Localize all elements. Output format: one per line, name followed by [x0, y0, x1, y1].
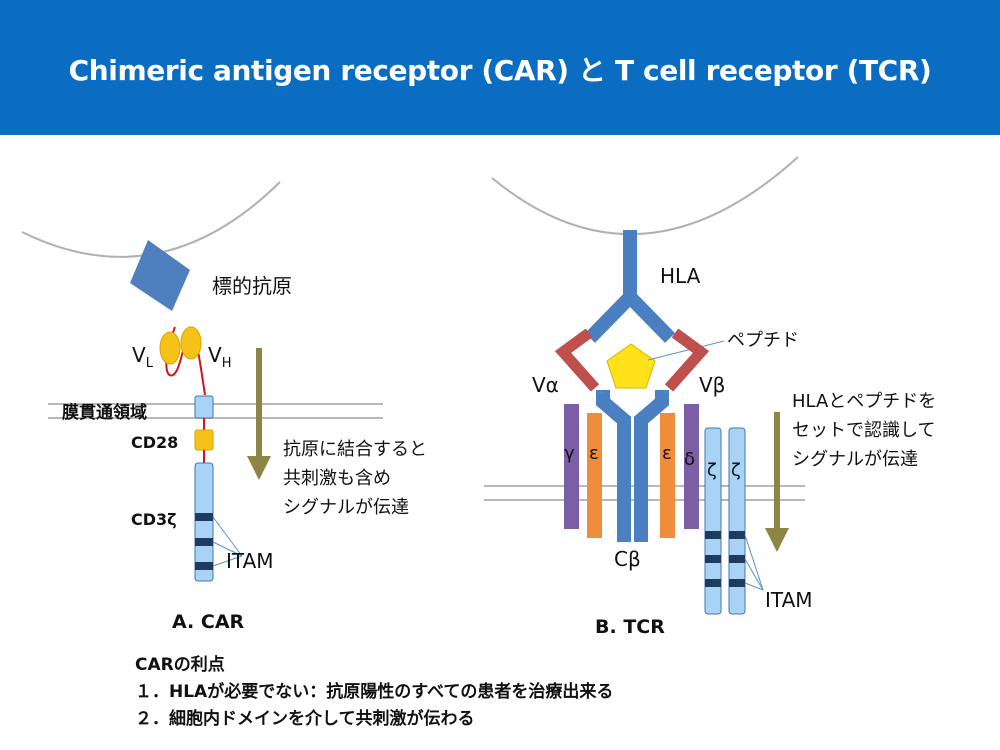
v-alpha-domain — [554, 328, 600, 392]
tcr-signal-line-3: シグナルが伝達 — [792, 449, 918, 470]
car-itam-pointer-2 — [212, 541, 243, 557]
car-itam-band-2 — [195, 538, 213, 546]
zeta-2-label: ζ — [731, 460, 741, 481]
car-itam-band-1 — [195, 513, 213, 521]
cd3-gamma — [564, 404, 579, 529]
epsilon-1-label: ε — [589, 443, 599, 464]
tcr-signal-line-1: HLAとペプチドを — [792, 391, 936, 412]
tcr-alpha-chain — [596, 390, 631, 542]
cd3-zeta-1 — [704, 427, 722, 615]
car-signal-line-3: シグナルが伝達 — [283, 497, 409, 518]
car-signal-line-1: 抗原に結合すると — [283, 439, 427, 460]
cd3z-domain — [194, 462, 214, 582]
advantages-heading: CARの利点 — [135, 655, 225, 675]
v-beta-domain — [664, 328, 710, 392]
zeta-1-label: ζ — [707, 460, 717, 481]
car-itam-pointer-1 — [212, 516, 243, 557]
tcr-itam-band-1a — [705, 531, 721, 539]
advantage-item-2: ２．細胞内ドメインを介して共刺激が伝わる — [135, 709, 475, 729]
vl-label: VL — [132, 343, 154, 371]
v-alpha-label: Vα — [532, 373, 559, 397]
target-antigen-label: 標的抗原 — [212, 274, 292, 298]
tcr-beta-chain — [634, 390, 669, 542]
transmembrane-domain — [194, 395, 214, 419]
car-signal-line-2: 共刺激も含め — [283, 468, 391, 489]
peptide-label: ペプチド — [727, 330, 799, 351]
tcr-caption: B. TCR — [595, 616, 665, 638]
gamma-label: γ — [564, 443, 575, 464]
car-itam-label: ITAM — [226, 549, 274, 573]
car-caption: A. CAR — [172, 611, 245, 633]
hla-molecule — [584, 230, 676, 343]
vl-domain — [159, 331, 181, 365]
cd3-epsilon-2 — [660, 413, 675, 538]
target-antigen-shape — [130, 240, 190, 311]
tcr-itam-pointer-3 — [744, 582, 764, 591]
cd3-epsilon-1 — [587, 413, 602, 538]
hla-label: HLA — [660, 264, 701, 288]
tcr-itam-band-2b — [729, 555, 745, 563]
advantage-item-1: １．HLAが必要でない：抗原陽性のすべての患者を治療出来る — [135, 682, 614, 702]
car-itam-pointer-3 — [212, 555, 243, 567]
v-beta-label: Vβ — [699, 373, 725, 397]
delta-label: δ — [684, 449, 695, 470]
cd3-zeta-2 — [728, 427, 746, 615]
cd3-delta — [684, 404, 699, 529]
slide-title: Chimeric antigen receptor (CAR) と T cell… — [68, 54, 932, 87]
tcr-signal-line-2: セットで認識して — [792, 420, 935, 441]
peptide-pentagon — [606, 343, 656, 389]
vh-domain — [180, 326, 202, 360]
tcr-itam-band-3b — [729, 579, 745, 587]
transmembrane-label: 膜貫通領域 — [62, 402, 147, 423]
c-beta-label: Cβ — [614, 547, 641, 571]
cd28-domain — [194, 429, 214, 451]
cd28-label: CD28 — [131, 433, 178, 452]
tcr-itam-label: ITAM — [765, 588, 813, 612]
tcr-itam-band-2a — [705, 555, 721, 563]
tcr-itam-pointer-2 — [744, 558, 764, 591]
tcr-itam-band-1b — [729, 531, 745, 539]
cd3z-label: CD3ζ — [131, 510, 177, 529]
tcr-itam-band-3a — [705, 579, 721, 587]
car-advantages: CARの利点 １．HLAが必要でない：抗原陽性のすべての患者を治療出来る ２．細… — [135, 652, 613, 733]
title-banner: Chimeric antigen receptor (CAR) と T cell… — [0, 0, 1000, 135]
peptide-pointer — [647, 340, 725, 361]
vh-label: VH — [208, 343, 231, 371]
tcr-itam-pointer-1 — [744, 534, 764, 591]
target-cell-membrane-right — [491, 156, 799, 236]
car-itam-band-3 — [195, 562, 213, 570]
epsilon-2-label: ε — [662, 443, 672, 464]
